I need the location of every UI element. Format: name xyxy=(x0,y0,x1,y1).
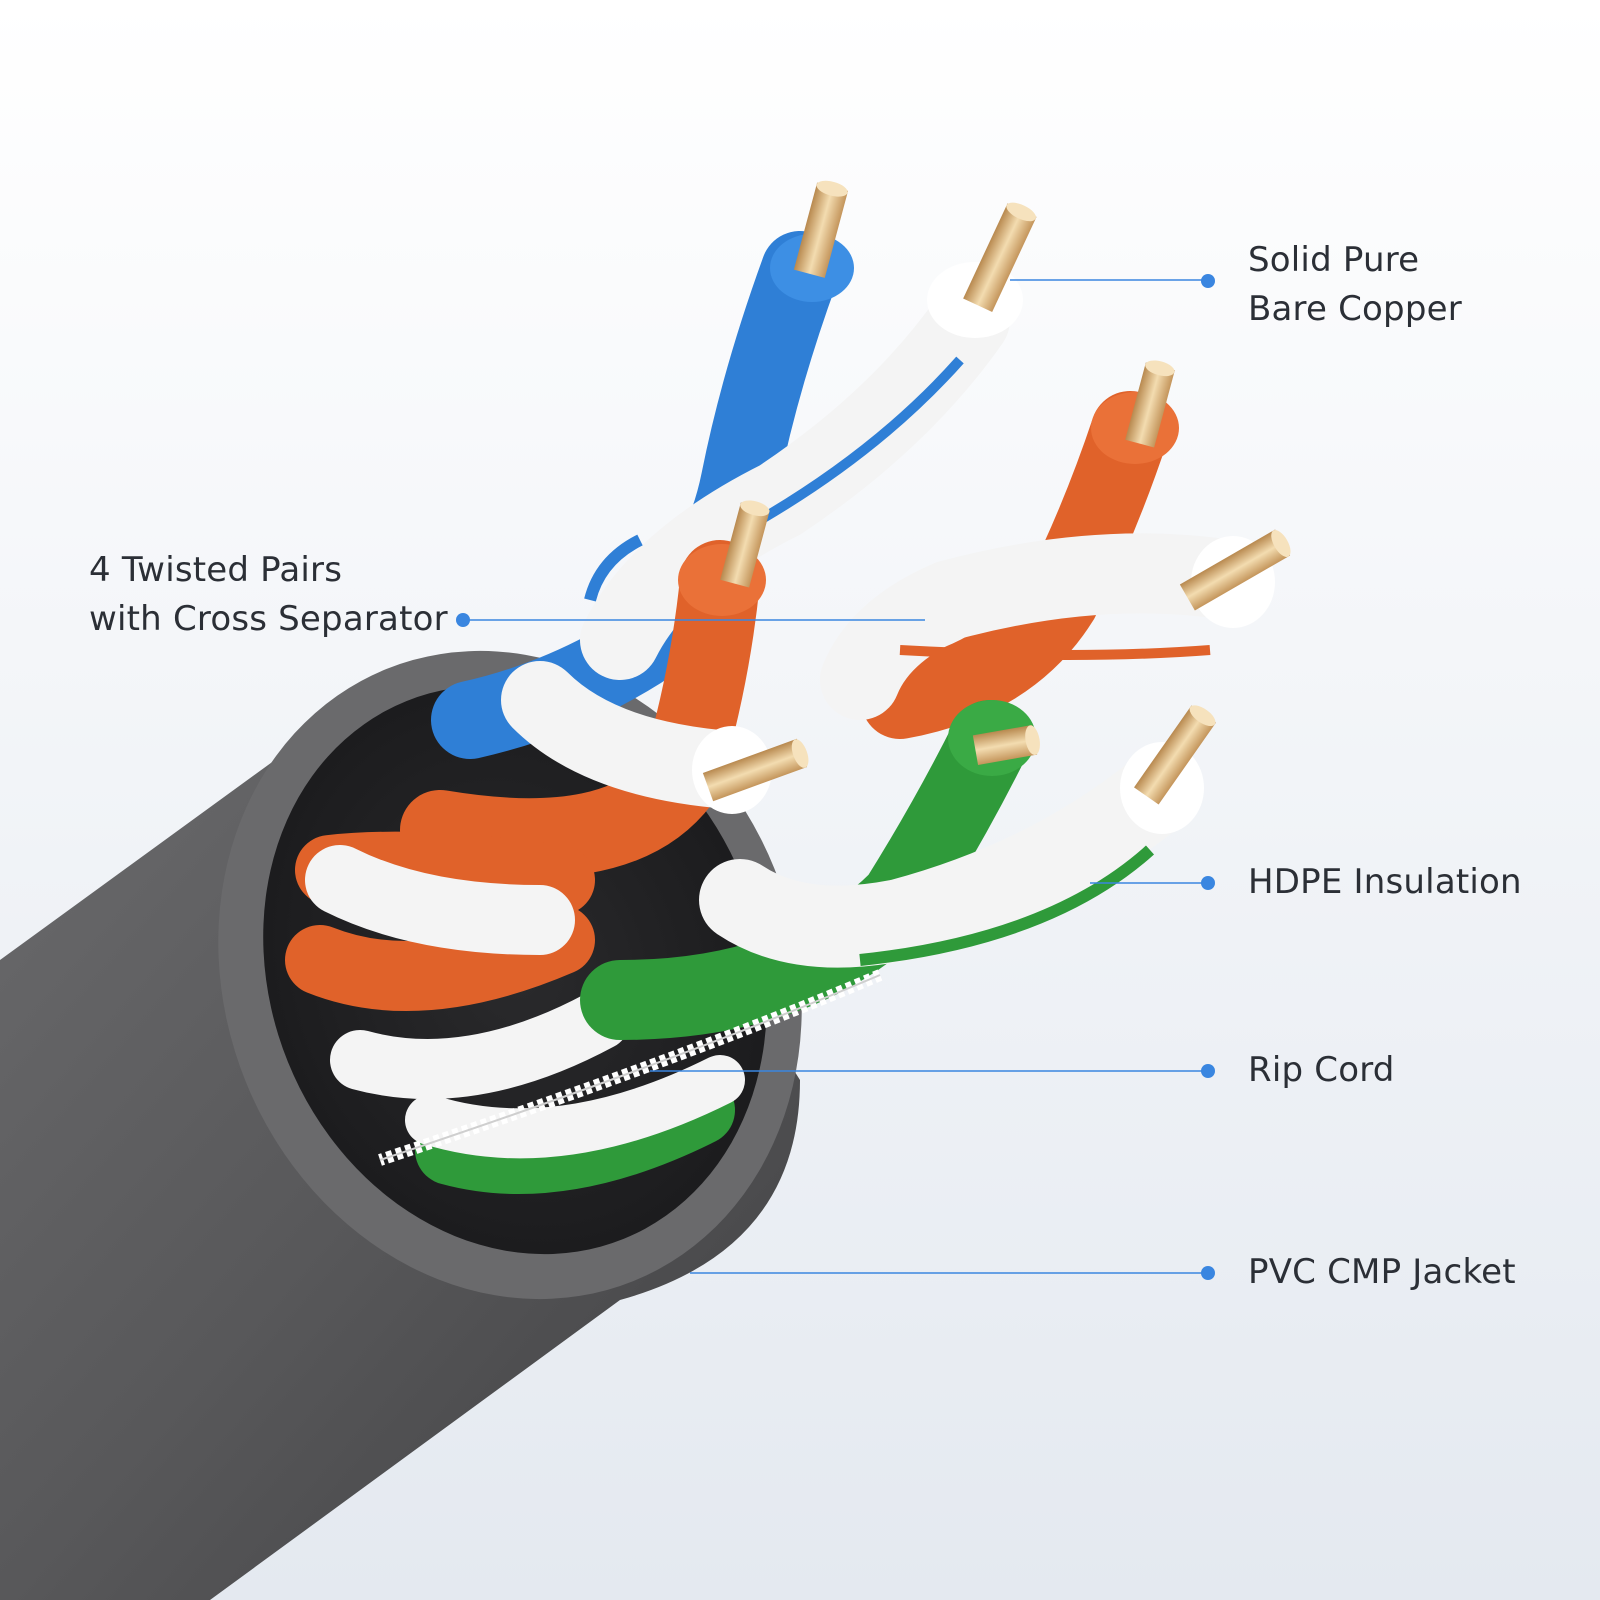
label-copper-line2: Bare Copper xyxy=(1248,289,1462,329)
leader-insulation xyxy=(1090,876,1215,890)
label-ripcord-line1: Rip Cord xyxy=(1248,1050,1395,1090)
label-insulation-line1: HDPE Insulation xyxy=(1248,862,1522,902)
rip-cord xyxy=(378,969,883,1166)
label-jacket-line1: PVC CMP Jacket xyxy=(1248,1252,1516,1292)
copper-wire-6 xyxy=(702,738,809,802)
copper-conductors xyxy=(702,180,1291,805)
label-ripcord: Rip Cord xyxy=(1248,1046,1395,1095)
copper-wire-1 xyxy=(793,180,849,278)
leader-copper xyxy=(1010,274,1215,288)
label-pairs: 4 Twisted Pairs with Cross Separator xyxy=(89,546,448,644)
leader-pairs xyxy=(456,613,925,627)
copper-wire-2 xyxy=(963,202,1037,313)
copper-wire-5 xyxy=(720,500,770,588)
copper-wire-8 xyxy=(1134,705,1216,805)
copper-wire-3 xyxy=(1125,360,1175,448)
white-conductor-front xyxy=(305,661,772,955)
label-pairs-line1: 4 Twisted Pairs xyxy=(89,550,343,590)
label-pairs-line2: with Cross Separator xyxy=(89,599,448,639)
label-copper-line1: Solid Pure xyxy=(1248,240,1420,280)
leader-jacket xyxy=(690,1266,1215,1280)
label-insulation: HDPE Insulation xyxy=(1248,858,1522,907)
orange-white-conductor-right xyxy=(820,533,1275,720)
copper-wire-4 xyxy=(1179,529,1291,611)
leader-ripcord xyxy=(650,1064,1215,1078)
label-copper: Solid Pure Bare Copper xyxy=(1248,236,1462,334)
copper-wire-7 xyxy=(972,725,1040,765)
blue-white-conductor xyxy=(580,262,1023,680)
label-jacket: PVC CMP Jacket xyxy=(1248,1248,1516,1297)
